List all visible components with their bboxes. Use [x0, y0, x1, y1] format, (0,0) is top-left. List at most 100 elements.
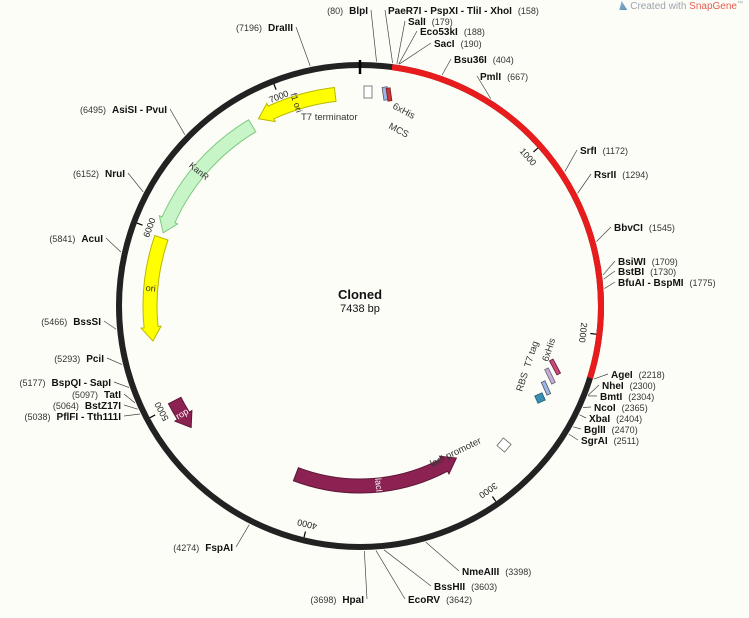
t7-tag-box [545, 368, 556, 384]
site-name: AcuI [81, 234, 103, 245]
site-name: NheI [602, 381, 624, 392]
site-name: PciI [86, 354, 104, 365]
site-name: AsiSI - PvuI [112, 105, 167, 116]
ruler-label: 4000 [296, 517, 318, 531]
site-name: HpaI [342, 595, 364, 606]
restriction-site-label: NcoI(2365) [594, 403, 648, 414]
restriction-site-label: (5064)BstZ17I [53, 401, 121, 412]
restriction-site-label: RsrII (1294) [594, 170, 648, 181]
site-name: NruI [105, 169, 125, 180]
feature-annotation-label: lacI promoter [428, 436, 483, 470]
insert-segment [392, 67, 601, 378]
site-leader-line [604, 282, 615, 289]
rbs-box [535, 393, 546, 404]
site-leader-line [106, 238, 121, 252]
site-name: TatI [104, 390, 121, 401]
ruler-tick [274, 84, 276, 90]
map-length: 7438 bp [340, 303, 380, 315]
site-name: BstBI [618, 267, 644, 278]
site-leader-line [114, 382, 129, 388]
feature-label: lacI [373, 478, 384, 493]
restriction-site-label: Eco53kI (188) [420, 27, 485, 38]
restriction-site-label: Bsu36I (404) [454, 55, 514, 66]
site-position: (5466) [41, 317, 67, 327]
site-name: DraIII [268, 23, 293, 34]
site-leader-line [107, 358, 122, 365]
site-position: (404) [493, 55, 514, 65]
restriction-site-label: SgrAI(2511) [581, 436, 639, 447]
watermark-brand: SnapGene [689, 1, 737, 12]
site-name: BstZ17I [85, 401, 121, 412]
restriction-site-label: (4274)FspAI [173, 543, 233, 554]
site-name: BbvCI [614, 223, 643, 234]
site-position: (1294) [622, 170, 648, 180]
site-name: RsrII [594, 170, 616, 181]
site-position: (2511) [614, 436, 639, 446]
site-position: (190) [461, 39, 482, 49]
ruler-tick [590, 333, 596, 334]
feature-annotation-label: T7 tag [522, 340, 541, 369]
watermark-trademark: ™ [737, 1, 743, 7]
site-name: XbaI [589, 414, 610, 425]
lac-promoter-box [497, 438, 511, 452]
site-name: BmtI [600, 392, 622, 403]
site-name: Eco53kI [420, 27, 458, 38]
restriction-site-label: (5097)TatI [72, 390, 121, 401]
site-name: PflFI - Tth111I [57, 412, 122, 423]
site-position: (5177) [20, 378, 46, 388]
site-name: Bsu36I [454, 55, 487, 66]
site-position: (158) [518, 6, 539, 16]
restriction-site-label: (3698) HpaI [310, 595, 364, 606]
site-leader-line [594, 374, 608, 379]
restriction-site-label: (5038) PflFI - Tth111I [25, 412, 122, 423]
site-leader-line [397, 21, 405, 64]
site-leader-line [384, 550, 431, 586]
site-position: (5038) [25, 412, 51, 422]
site-name: SrfI [580, 146, 597, 157]
site-leader-line [399, 31, 417, 64]
restriction-site-label: (6495)AsiSI - PvuI [80, 105, 167, 116]
site-name: FspAI [205, 543, 233, 554]
restriction-site-label: BssHII(3603) [434, 582, 497, 593]
restriction-site-label: (5466)BssSI [41, 317, 101, 328]
cds-box-bottom [541, 381, 550, 395]
site-leader-line [376, 550, 405, 599]
restriction-site-label: BmtI (2304) [600, 392, 654, 403]
restriction-site-label: PmlI(667) [480, 72, 528, 83]
site-position: (5293) [54, 354, 80, 364]
site-name: AgeI [611, 370, 633, 381]
restriction-site-label: NmeAIII(3398) [462, 567, 531, 578]
site-leader-line [573, 427, 581, 429]
restriction-site-label: PaeR7I - PspXI - TliI - XhoI(158) [388, 6, 539, 17]
site-position: (188) [464, 27, 485, 37]
restriction-site-label: (5177) BspQI - SapI [20, 378, 112, 389]
site-name: BglII [584, 425, 606, 436]
restriction-site-label: (6152)NruI [73, 169, 125, 180]
ruler-tick [137, 223, 143, 225]
site-name: BspQI - SapI [52, 378, 112, 389]
site-leader-line [569, 434, 578, 440]
site-position: (1709) [652, 257, 678, 267]
feature-annotation-label: 6xHis [540, 337, 558, 363]
site-position: (5841) [49, 234, 75, 244]
site-name: EcoRV [408, 595, 440, 606]
site-leader-line [578, 174, 591, 193]
ruler-label: 3000 [477, 481, 499, 501]
restriction-site-label: SrfI(1172) [580, 146, 628, 157]
map-name: Cloned [338, 287, 382, 302]
restriction-site-label: NheI(2300) [602, 381, 656, 392]
restriction-site-label: (5841) AcuI [49, 234, 103, 245]
restriction-site-label: EcoRV(3642) [408, 595, 472, 606]
restriction-site-label: XbaI(2404) [589, 414, 642, 425]
site-leader-line [580, 415, 586, 418]
restriction-site-label: AgeI (2218) [611, 370, 665, 381]
feature-annotation-label: MCS [387, 121, 411, 141]
site-position: (3698) [310, 595, 336, 605]
site-name: NcoI [594, 403, 616, 414]
restriction-site-label: BbvCI(1545) [614, 223, 675, 234]
site-position: (2304) [628, 392, 654, 402]
site-position: (2218) [639, 370, 665, 380]
